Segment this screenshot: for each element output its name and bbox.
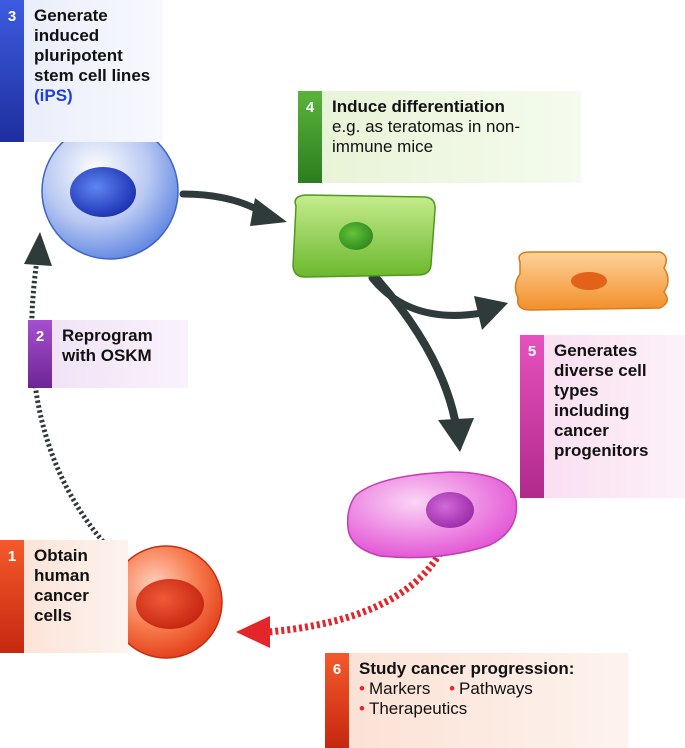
ips-label: (iPS) (34, 86, 73, 105)
step-number: 5 (520, 335, 544, 498)
step-bullets: •Markers •Pathways •Therapeutics (359, 679, 618, 719)
step-number: 3 (0, 0, 24, 142)
arrowhead-pink-to-cancer (236, 616, 270, 648)
step-text: Induce differentiation e.g. as teratomas… (322, 91, 581, 183)
ips-cell (41, 122, 179, 260)
step-text: Generate induced pluripotent stem cell l… (24, 0, 163, 142)
step-4-box: 4 Induce differentiation e.g. as teratom… (298, 91, 581, 183)
cancer-cell-red (109, 545, 223, 659)
step-number: 6 (325, 653, 349, 748)
arrowhead-green-to-pink (438, 418, 474, 452)
step-title: Obtain human cancer cells (34, 546, 90, 625)
arrowhead-cancer-to-ips (24, 232, 52, 266)
step-title: Study cancer progression: (359, 659, 575, 678)
differentiated-cell-orange (514, 251, 669, 311)
arrow-green-to-pink (372, 274, 459, 424)
arrow-ips-to-green (179, 190, 266, 216)
cancer-progenitor-cell-pink (346, 471, 518, 559)
step-number: 1 (0, 540, 24, 653)
step-title: Induce differentiation (332, 97, 505, 116)
bullet-therapeutics: •Therapeutics (359, 699, 468, 718)
bullet-markers: •Markers (359, 679, 431, 698)
step-text: Obtain human cancer cells (24, 540, 128, 653)
step-3-box: 3 Generate induced pluripotent stem cell… (0, 0, 163, 142)
step-text: Study cancer progression: •Markers •Path… (349, 653, 628, 748)
step-6-box: 6 Study cancer progression: •Markers •Pa… (325, 653, 628, 748)
step-1-box: 1 Obtain human cancer cells (0, 540, 128, 653)
step-text: Generates diverse cell types including c… (544, 335, 685, 498)
step-2-box: 2 Reprogram with OSKM (28, 320, 188, 388)
step-title: Generate induced pluripotent stem cell l… (34, 6, 151, 105)
step-text: Reprogram with OSKM (52, 320, 188, 388)
arrowhead-green-to-orange (474, 296, 508, 330)
step-body: e.g. as teratomas in non-immune mice (332, 117, 521, 156)
step-title: Generates diverse cell types including c… (554, 341, 649, 460)
arrow-cancer-to-ips-dashed (29, 259, 122, 562)
step-title: Reprogram with OSKM (62, 326, 153, 365)
arrowhead-ips-to-green (250, 198, 287, 226)
step-number: 4 (298, 91, 322, 183)
step-5-box: 5 Generates diverse cell types including… (520, 335, 685, 498)
step-number: 2 (28, 320, 52, 388)
bullet-pathways: •Pathways (449, 679, 533, 698)
differentiated-cell-green (292, 194, 436, 278)
arrow-pink-to-cancer-dashed (267, 551, 444, 636)
